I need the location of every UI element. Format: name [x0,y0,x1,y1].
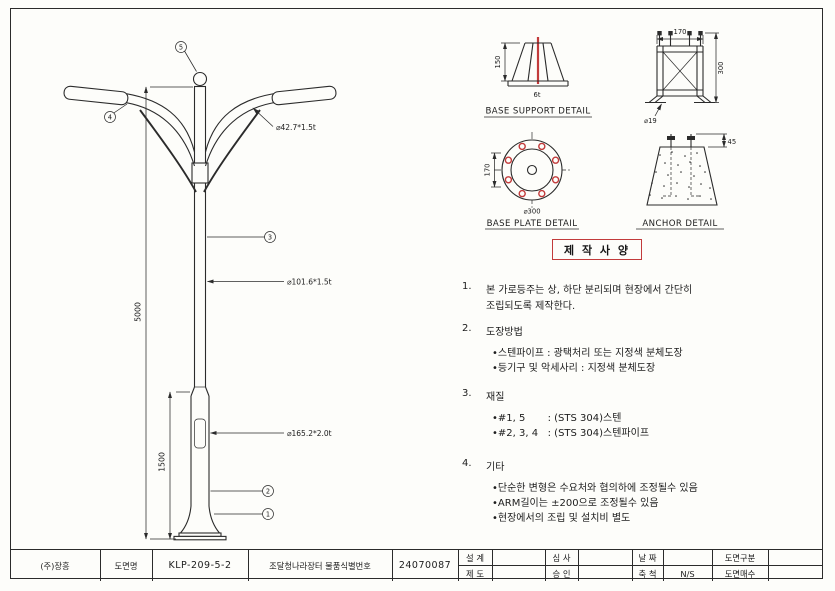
callout-1: 1 [214,508,274,520]
cage-feet [645,95,715,104]
base-support-detail: 150 6t BASE SUPPORT DETAIL [484,37,592,118]
access-door [194,418,206,449]
pole-joint-taper [190,386,210,397]
callout-3-number: 3 [268,233,272,241]
arm-left [121,92,196,167]
design-label: 설 계 [466,552,484,563]
pole-elevation-view: 5000 1500 ⌀42.7*1.5t ⌀101.6*1.5t ⌀165.2*… [63,41,337,541]
dim-support-height-label: 150 [494,56,502,69]
spec-item2-bullet1: •스텐파이프 : 광택처리 또는 지정색 분체도장 [492,348,683,359]
draft-label: 제 도 [466,568,484,579]
approve-label: 승 인 [552,568,571,579]
dim-cage-height: 300 [705,32,725,104]
dim-bolt-projection: 45 [696,133,737,148]
company-name: (주)장흥 [40,560,70,571]
drawing-category-label: 도면구분 [724,552,756,563]
title-block: (주)장흥 도면명 KLP-209-5-2 조달청나라장터 물품식별번호 240… [10,549,823,581]
product-id-value: 24070087 [398,560,452,571]
dim-base-height-label: 1500 [158,452,167,472]
sheet-count-label: 도면매수 [724,568,756,579]
dim-lower-pipe-label: ⌀165.2*2.0t [287,429,332,438]
pole-lower-section [190,396,210,506]
arm-sleeve-collar [191,162,209,184]
callout-3: 3 [207,231,276,243]
base-plate-detail-title: BASE PLATE DETAIL [487,219,578,229]
dim-bolt-diameter-label: ⌀19 [644,117,657,125]
finial-ball [192,71,208,87]
cage-anchor-bolts [657,31,703,46]
dim-plate-thickness-label: 6t [534,91,541,99]
label-bolt-diameter: ⌀19 [644,103,662,125]
spec-item2-title: 도장방법 [486,327,523,338]
spec-item4-bullet2: •ARM길이는 ±200으로 조정될수 있음 [492,498,659,509]
dim-bolt-projection-label: 45 [728,138,737,146]
base-support-detail-title: BASE SUPPORT DETAIL [485,107,590,117]
product-id-label: 조달청나라장터 물품식별번호 [269,560,371,571]
callout-1-number: 1 [266,510,270,518]
spec-item3-bullet2: •#2, 3, 4 : (STS 304)스텐파이프 [492,428,650,439]
spec-item1-line2: 조립되도록 제작한다. [486,300,576,312]
embedded-anchor-bolts [663,134,699,197]
sheet-border [10,8,823,579]
concrete-speckles [649,151,712,200]
luminaire-left [63,85,129,106]
luminaire-right [271,85,337,106]
anchor-detail: 45 ANCHOR DETAIL [636,133,737,230]
spec-item1-line1: 본 가로등주는 상, 하단 분리되며 현장에서 간단히 [486,285,693,296]
arm-right [204,92,279,167]
review-label: 심 사 [552,552,571,563]
dim-plate-height-label: 170 [484,164,492,177]
scale-value: N/S [680,568,695,579]
callout-5-number: 5 [179,43,183,51]
callout-2-number: 2 [266,487,270,495]
pole-base [173,505,227,541]
callout-5: 5 [175,41,197,72]
spec-item4-bullet1: •단순한 변형은 수요처와 협의하에 조정될수 있음 [492,483,698,494]
label-arm-pipe: ⌀42.7*1.5t [252,107,316,132]
dim-upper-pipe-label: ⌀101.6*1.5t [287,278,332,287]
spec-item3-bullet1: •#1, 5 : (STS 304)스텐 [492,413,622,424]
dim-total-height-label: 5000 [134,302,143,322]
dim-cage-width-label: 170 [674,28,687,36]
drawing-number: KLP-209-5-2 [168,560,232,571]
spec-item3-number: 3. [462,388,472,399]
concrete-footing [646,146,718,206]
drawing-name-label: 도면명 [114,560,138,571]
label-lower-pipe: ⌀165.2*2.0t [209,429,332,438]
dim-cage-height-label: 300 [717,62,725,75]
anchor-detail-title: ANCHOR DETAIL [642,219,717,229]
dim-cage-width: 170 [656,28,704,44]
base-plate-detail: 170 ⌀300 BASE PLATE DETAIL [484,132,579,230]
spec-item2-bullet2: •등기구 및 악세사리 : 지정색 분체도장 [492,363,656,374]
anchor-cage-detail: 170 [644,28,725,125]
spec-item4-title: 기타 [486,462,505,473]
label-upper-pipe: ⌀101.6*1.5t [206,278,332,287]
callout-4-number: 4 [108,113,112,121]
date-label: 날 짜 [638,552,657,563]
callout-4: 4 [104,103,128,123]
scale-label: 축 척 [638,568,657,579]
spec-item2-number: 2. [462,323,472,334]
callout-2: 2 [210,485,274,497]
spec-item3-title: 재질 [486,392,505,403]
bolt-holes [504,142,560,198]
dim-base-height: 1500 [158,391,190,540]
pole-upper-section [193,86,207,387]
dim-plate-height: 170 [484,152,501,188]
scroll-brace-right [203,109,261,193]
spec-title: 제 작 사 양 [552,239,642,260]
dim-plate-diameter-label: ⌀300 [523,208,540,216]
title-block-mid-rule [458,565,823,566]
spec-item4-bullet3: •현장에서의 조립 및 설치비 별도 [492,513,631,524]
spec-item1-number: 1. [462,281,472,292]
dim-support-height: 150 [494,42,520,82]
dim-arm-pipe-label: ⌀42.7*1.5t [276,123,316,132]
spec-item4-number: 4. [462,458,472,469]
